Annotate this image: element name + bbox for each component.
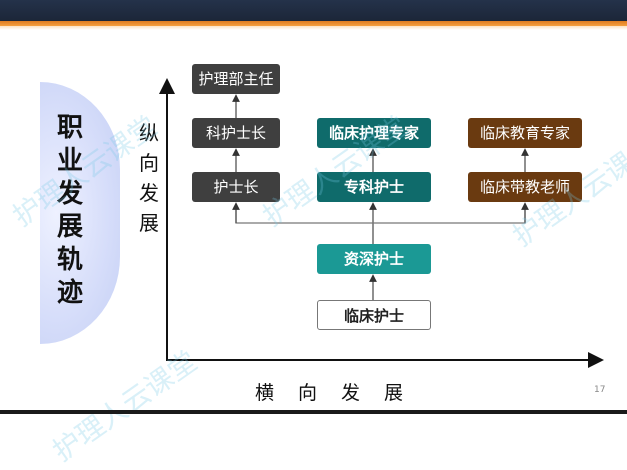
diagram-lines bbox=[159, 78, 604, 368]
axis-char: 发 bbox=[341, 382, 361, 404]
axis-char: 横 bbox=[255, 382, 275, 404]
node-dept-head-nurse: 科护士长 bbox=[192, 118, 280, 148]
title-char: 职 bbox=[56, 113, 83, 143]
node-senior-nurse: 资深护士 bbox=[317, 244, 431, 274]
axis-char: 展 bbox=[139, 211, 159, 235]
title-halfcircle bbox=[40, 82, 120, 344]
node-specialist-nurse: 专科护士 bbox=[317, 172, 431, 202]
y-axis-label: 纵 向 发 展 bbox=[134, 118, 164, 238]
title-char: 轨 bbox=[56, 245, 83, 275]
node-head-nurse: 护士长 bbox=[192, 172, 280, 202]
node-clinical-nurse: 临床护士 bbox=[317, 300, 431, 330]
title-char: 迹 bbox=[56, 278, 83, 308]
title-char: 发 bbox=[56, 179, 83, 209]
axis-char: 发 bbox=[139, 181, 159, 205]
axis-char: 纵 bbox=[139, 121, 159, 145]
title-char: 展 bbox=[56, 212, 83, 242]
accent-stripe bbox=[0, 21, 627, 26]
node-clinical-teacher: 临床带教老师 bbox=[468, 172, 582, 202]
accent-glow bbox=[0, 26, 627, 30]
title-char: 业 bbox=[56, 146, 83, 176]
x-axis-label: 横向发展 bbox=[255, 378, 427, 405]
node-clinical-education-expert: 临床教育专家 bbox=[468, 118, 582, 148]
slide-title: 职 业 发 展 轨 迹 bbox=[50, 112, 90, 310]
axis-char: 向 bbox=[139, 151, 159, 175]
node-clinical-nursing-expert: 临床护理专家 bbox=[317, 118, 431, 148]
axis-char: 展 bbox=[384, 382, 404, 404]
page-number: 17 bbox=[594, 385, 606, 395]
header-bar bbox=[0, 0, 627, 21]
footer-bar bbox=[0, 410, 627, 414]
axis-char: 向 bbox=[298, 382, 318, 404]
node-nursing-director: 护理部主任 bbox=[192, 64, 280, 94]
